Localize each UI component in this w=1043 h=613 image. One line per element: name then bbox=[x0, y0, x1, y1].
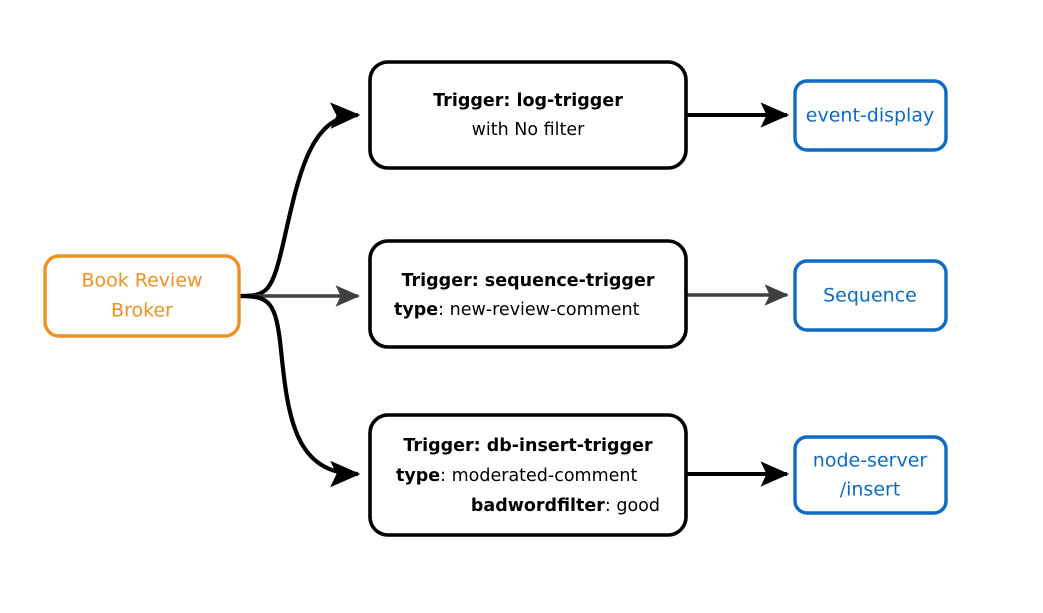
db-insert-trigger-badwordfilter-value: : good bbox=[605, 496, 660, 516]
log-trigger-title: Trigger: log-trigger bbox=[433, 91, 623, 111]
db-insert-trigger-badwordfilter-line: badwordfilter: good bbox=[471, 496, 660, 516]
node-book-review-broker[interactable]: Book Review Broker bbox=[43, 254, 241, 338]
node-server-insert-label-line2: /insert bbox=[840, 479, 901, 501]
db-insert-trigger-type-line: type: moderated-comment bbox=[396, 466, 638, 486]
node-log-trigger[interactable]: Trigger: log-trigger with No filter bbox=[368, 60, 688, 170]
node-sequence[interactable]: Sequence bbox=[793, 259, 948, 332]
edge-group-broker-to-triggers bbox=[239, 102, 361, 488]
sequence-trigger-type-line: type: new-review-comment bbox=[394, 300, 640, 320]
sequence-trigger-box[interactable] bbox=[368, 239, 688, 349]
db-insert-trigger-title: Trigger: db-insert-trigger bbox=[403, 436, 653, 456]
event-display-box[interactable] bbox=[793, 79, 948, 152]
book-review-broker-label-line2: Broker bbox=[111, 300, 173, 322]
sequence-label: Sequence bbox=[823, 285, 917, 307]
event-display-label: event-display bbox=[806, 105, 934, 127]
node-db-insert-trigger[interactable]: Trigger: db-insert-trigger type: moderat… bbox=[368, 413, 688, 537]
log-trigger-filter-line: with No filter bbox=[472, 120, 586, 140]
edge-group-triggers-to-sinks bbox=[686, 102, 790, 487]
node-sequence-trigger[interactable]: Trigger: sequence-trigger type: new-revi… bbox=[368, 239, 688, 349]
node-server-insert-box[interactable] bbox=[793, 435, 948, 515]
db-insert-trigger-box[interactable] bbox=[368, 413, 688, 537]
edge-broker-to-log-trigger bbox=[239, 102, 361, 299]
sequence-trigger-title: Trigger: sequence-trigger bbox=[402, 271, 655, 291]
node-event-display[interactable]: event-display bbox=[793, 79, 948, 152]
node-server-insert-label-line1: node-server bbox=[813, 450, 928, 472]
book-review-broker-label-line1: Book Review bbox=[81, 270, 202, 292]
node-node-server-insert[interactable]: node-server /insert bbox=[793, 435, 948, 515]
sequence-trigger-type-key: type bbox=[394, 300, 438, 320]
edge-broker-to-db-insert-trigger bbox=[239, 293, 361, 488]
sequence-trigger-type-value: : new-review-comment bbox=[438, 300, 639, 320]
sequence-box[interactable] bbox=[793, 259, 948, 332]
db-insert-trigger-type-value: : moderated-comment bbox=[440, 466, 637, 486]
db-insert-trigger-type-key: type bbox=[396, 466, 440, 486]
book-review-broker-box[interactable] bbox=[43, 254, 241, 338]
log-trigger-box[interactable] bbox=[368, 60, 688, 170]
db-insert-trigger-badwordfilter-key: badwordfilter bbox=[471, 496, 605, 516]
